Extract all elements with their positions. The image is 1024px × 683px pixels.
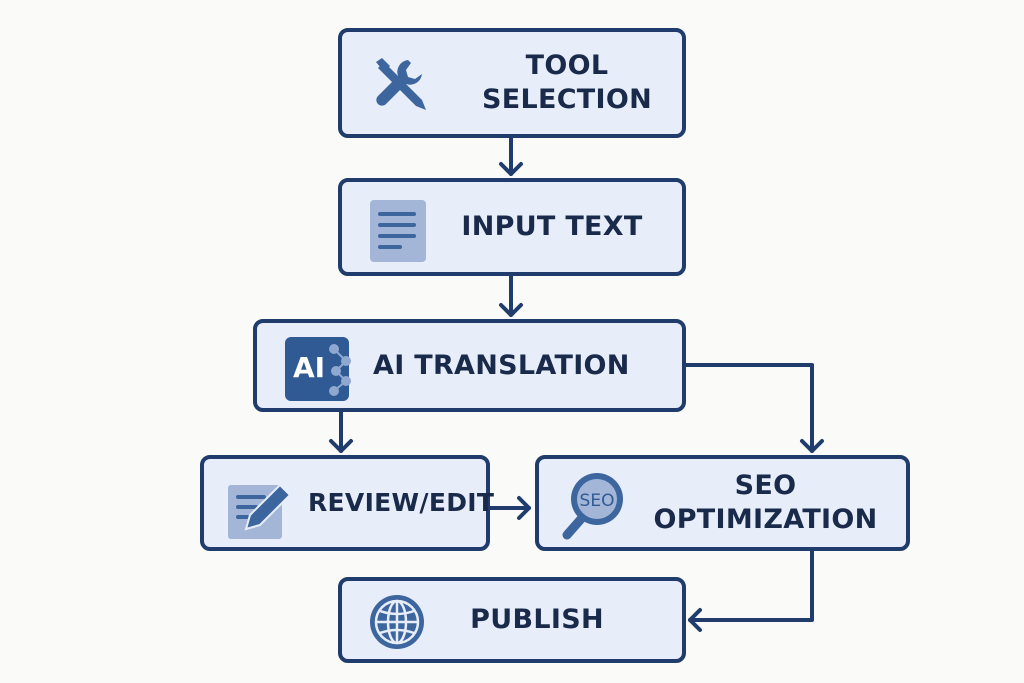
ai-chip-icon: AI <box>285 337 351 401</box>
seo-icon-text: SEO <box>580 491 615 511</box>
node-label: SEO <box>734 470 797 501</box>
edge-tool-input <box>499 136 523 176</box>
seo-magnifier-icon: SEO <box>562 473 623 540</box>
edge-input-ai <box>499 274 523 317</box>
edge-review-seo <box>488 496 531 520</box>
edge-ai-review <box>329 410 353 453</box>
node-label: OPTIMIZATION <box>653 504 878 535</box>
ai-chip-text: AI <box>293 351 326 384</box>
node-publish: PUBLISH <box>338 577 686 663</box>
node-review-edit: REVIEW/EDIT <box>200 455 494 551</box>
node-tool-selection: TOOL SELECTION <box>338 28 686 138</box>
edit-pencil-icon <box>228 483 292 539</box>
edge-ai-seo <box>684 363 824 453</box>
node-label: PUBLISH <box>470 604 604 635</box>
node-label: SELECTION <box>481 84 653 115</box>
wrench-screwdriver-icon <box>376 58 426 110</box>
node-seo-optimization: SEO SEO OPTIMIZATION <box>535 455 910 551</box>
node-label: INPUT TEXT <box>461 211 643 242</box>
document-text-icon <box>370 200 426 262</box>
node-ai-translation: AI AI TRANSLATION <box>253 319 686 412</box>
edge-seo-publish <box>688 549 814 632</box>
node-label: REVIEW/EDIT <box>308 488 495 517</box>
globe-icon <box>370 595 424 649</box>
node-label: TOOL <box>525 50 609 81</box>
node-input-text: INPUT TEXT <box>338 178 686 276</box>
node-label: AI TRANSLATION <box>373 349 630 381</box>
